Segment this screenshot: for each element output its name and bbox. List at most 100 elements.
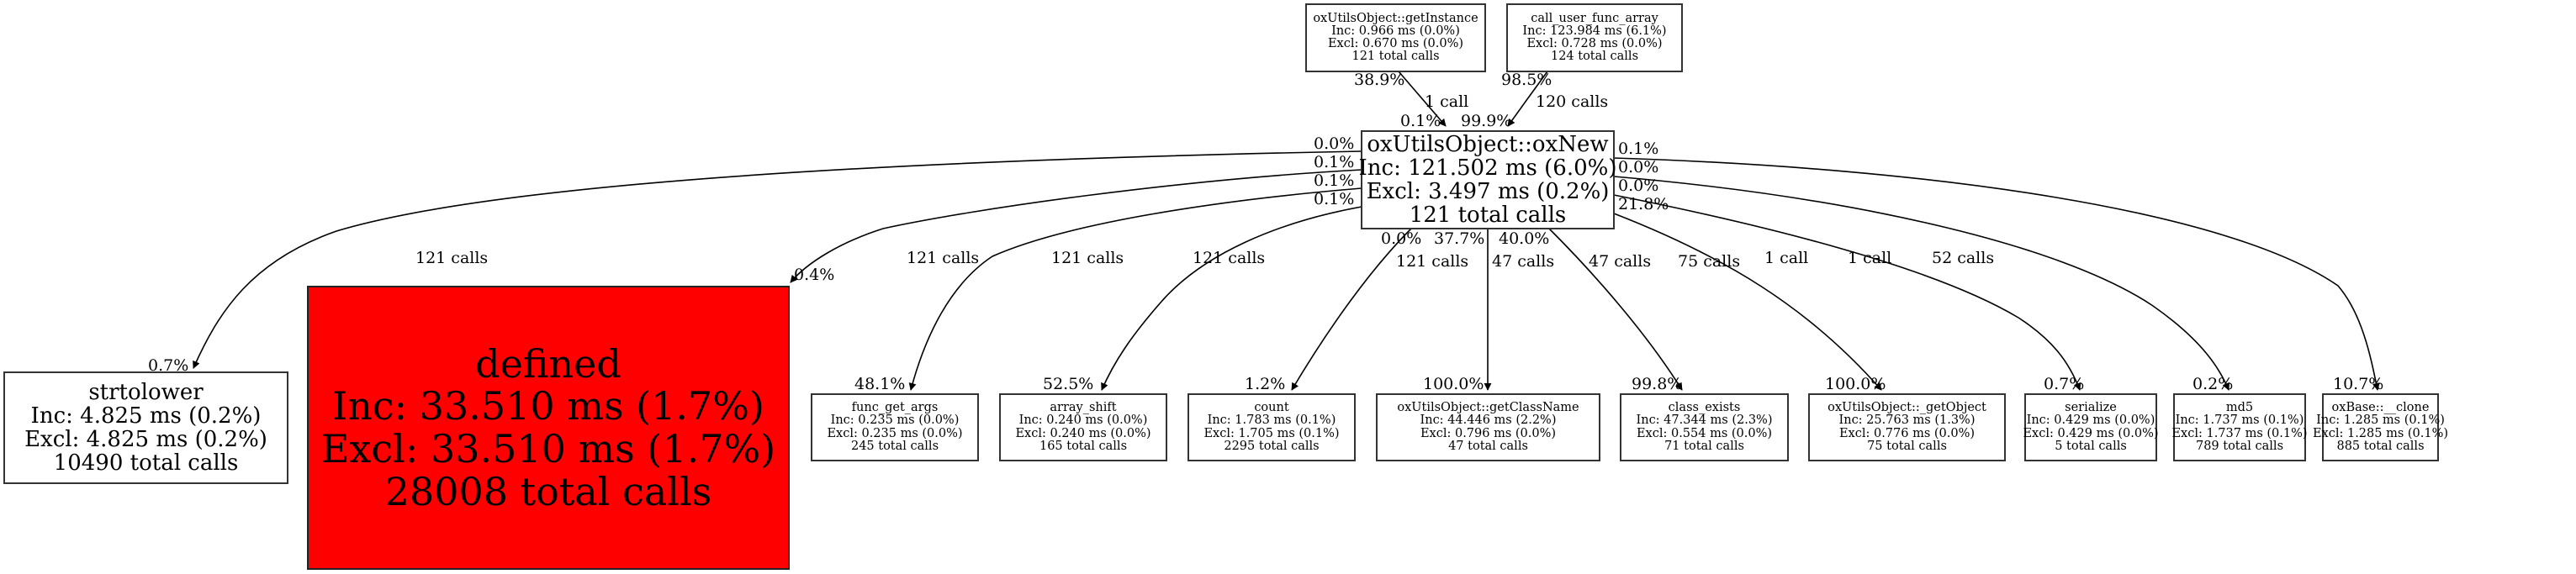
edge-label-head-pct: 100.0%: [1825, 375, 1886, 393]
node-name: oxUtilsObject::getClassName: [1397, 401, 1579, 415]
edge-label-calls: 120 calls: [1536, 92, 1609, 111]
edge-label-tail-pct: 40.0%: [1499, 229, 1550, 248]
edge-label-tail-pct: 0.1%: [1314, 153, 1355, 171]
node-name: class_exists: [1668, 401, 1741, 415]
edge-label-tail-pct: 0.0%: [1314, 134, 1355, 153]
edge-oxnew-defined: [790, 169, 1362, 283]
node-count[interactable]: count Inc: 1.783 ms (0.1%) Excl: 1.705 m…: [1187, 393, 1356, 461]
node-inc: Inc: 123.984 ms (6.1%): [1522, 24, 1667, 38]
edge-label-calls: 121 calls: [415, 249, 489, 267]
node-calls: 165 total calls: [1039, 439, 1128, 453]
edge-oxnew-array-shift: [1101, 206, 1362, 391]
node-inc: Inc: 1.783 ms (0.1%): [1207, 413, 1336, 428]
node-excl: Excl: 0.240 ms (0.0%): [1015, 426, 1151, 440]
edge-label-calls: 47 calls: [1492, 252, 1555, 271]
node-inc: Inc: 0.966 ms (0.0%): [1331, 24, 1460, 38]
node-excl: Excl: 1.285 ms (0.1%): [2312, 426, 2449, 440]
edge-label-head-pct: 48.1%: [854, 375, 906, 393]
node-name: call_user_func_array: [1531, 11, 1658, 25]
node-call-user-func-array[interactable]: call_user_func_array Inc: 123.984 ms (6.…: [1506, 3, 1683, 72]
node-excl: Excl: 0.796 ms (0.0%): [1420, 426, 1557, 440]
node-oxbase-clone[interactable]: oxBase::__clone Inc: 1.285 ms (0.1%) Exc…: [2313, 393, 2448, 461]
edge-oxnew-md5: [1613, 176, 2230, 391]
edge-label-head-pct: 0.2%: [2193, 375, 2234, 393]
node-calls: 47 total calls: [1448, 439, 1528, 453]
node-inc: Inc: 0.240 ms (0.0%): [1018, 413, 1148, 428]
edge-oxnew-func-get-args: [908, 187, 1362, 391]
edge-label-tail-pct: 98.5%: [1501, 71, 1552, 89]
node-inc: Inc: 0.429 ms (0.0%): [2026, 413, 2155, 428]
edge-label-tail-pct: 37.7%: [1434, 229, 1485, 248]
edge-label-head-pct: 99.9%: [1461, 112, 1512, 130]
node-inc: Inc: 33.510 ms (1.7%): [332, 383, 764, 429]
node-excl: Excl: 0.728 ms (0.0%): [1526, 37, 1663, 50]
edge-label-tail-pct: 0.1%: [1314, 190, 1355, 208]
edge-label-calls: 121 calls: [1051, 249, 1124, 267]
node-name: count: [1254, 401, 1289, 415]
node-inc: Inc: 44.446 ms (2.2%): [1420, 413, 1557, 428]
edge-label-calls: 121 calls: [1193, 249, 1266, 267]
edge-label-tail-pct: 0.1%: [1314, 171, 1355, 190]
node-name: func_get_args: [851, 401, 939, 415]
node-array-shift[interactable]: array_shift Inc: 0.240 ms (0.0%) Excl: 0…: [999, 393, 1167, 461]
edge-label-tail-pct: 21.8%: [1618, 195, 1669, 213]
node-calls: 789 total calls: [2195, 439, 2284, 453]
node-name: defined: [475, 340, 622, 387]
node-inc: Inc: 47.344 ms (2.3%): [1636, 413, 1773, 428]
edge-label-tail-pct: 38.9%: [1354, 71, 1405, 89]
node-defined[interactable]: defined Inc: 33.510 ms (1.7%) Excl: 33.5…: [307, 286, 790, 570]
node-serialize[interactable]: serialize Inc: 0.429 ms (0.0%) Excl: 0.4…: [2023, 393, 2159, 461]
edge-label-calls: 1 call: [1425, 92, 1469, 111]
node-excl: Excl: 0.776 ms (0.0%): [1838, 426, 1976, 440]
node-strtolower[interactable]: strtolower Inc: 4.825 ms (0.2%) Excl: 4.…: [3, 371, 288, 484]
node-getclassname[interactable]: oxUtilsObject::getClassName Inc: 44.446 …: [1376, 393, 1600, 461]
node-getobject[interactable]: oxUtilsObject::_getObject Inc: 25.763 ms…: [1808, 393, 2006, 461]
node-excl: Excl: 0.429 ms (0.0%): [2023, 426, 2159, 440]
node-inc: Inc: 0.235 ms (0.0%): [830, 413, 960, 428]
node-excl: Excl: 0.554 ms (0.0%): [1636, 426, 1773, 440]
edge-oxnew-clone: [1613, 157, 2380, 391]
edge-oxnew-count: [1291, 228, 1412, 391]
node-name: md5: [2225, 401, 2254, 415]
node-inc: Inc: 1.737 ms (0.1%): [2175, 413, 2304, 428]
node-name: array_shift: [1050, 401, 1117, 415]
edge-label-tail-pct: 0.0%: [1381, 229, 1422, 248]
node-excl: Excl: 0.235 ms (0.0%): [827, 426, 963, 440]
edge-label-tail-pct: 0.1%: [1618, 140, 1659, 158]
edge-oxnew-serialize: [1613, 194, 2081, 391]
node-name: oxBase::__clone: [2331, 401, 2430, 415]
node-excl: Excl: 4.825 ms (0.2%): [24, 427, 267, 452]
edge-label-head-pct: 99.8%: [1632, 375, 1683, 393]
edge-label-tail-pct: 0.0%: [1618, 158, 1659, 176]
node-md5[interactable]: md5 Inc: 1.737 ms (0.1%) Excl: 1.737 ms …: [2171, 393, 2308, 461]
edge-label-head-pct: 10.7%: [2333, 375, 2384, 393]
node-inc: Inc: 4.825 ms (0.2%): [30, 403, 262, 429]
node-excl: Excl: 3.497 ms (0.2%): [1366, 179, 1610, 204]
node-calls: 885 total calls: [2336, 439, 2425, 453]
edge-label-head-pct: 0.7%: [2044, 375, 2085, 393]
node-getinstance[interactable]: oxUtilsObject::getInstance Inc: 0.966 ms…: [1305, 3, 1486, 72]
node-excl: Excl: 0.670 ms (0.0%): [1327, 37, 1464, 50]
node-excl: Excl: 1.737 ms (0.1%): [2171, 426, 2308, 440]
edge-label-calls: 1 call: [1848, 249, 1892, 267]
node-inc: Inc: 1.285 ms (0.1%): [2316, 413, 2445, 428]
node-name: oxUtilsObject::oxNew: [1367, 131, 1609, 157]
edge-label-calls: 121 calls: [1396, 252, 1469, 271]
node-oxnew[interactable]: oxUtilsObject::oxNew Inc: 121.502 ms (6.…: [1358, 130, 1617, 229]
node-class-exists[interactable]: class_exists Inc: 47.344 ms (2.3%) Excl:…: [1620, 393, 1789, 461]
edge-oxnew-getobject: [1613, 213, 1882, 391]
edge-oxnew-class-exists: [1548, 228, 1683, 391]
node-name: strtolower: [88, 379, 204, 405]
edge-label-calls: 75 calls: [1678, 252, 1741, 271]
edge-label-head-pct: 0.7%: [148, 356, 189, 375]
node-inc: Inc: 121.502 ms (6.0%): [1358, 155, 1617, 181]
node-calls: 121 total calls: [1351, 50, 1440, 64]
node-func-get-args[interactable]: func_get_args Inc: 0.235 ms (0.0%) Excl:…: [811, 393, 979, 461]
node-calls: 245 total calls: [850, 439, 939, 453]
node-name: oxUtilsObject::getInstance: [1313, 11, 1478, 25]
edge-label-calls: 121 calls: [907, 249, 980, 267]
edge-label-calls: 52 calls: [1932, 249, 1995, 267]
node-calls: 28008 total calls: [384, 468, 712, 514]
node-calls: 75 total calls: [1867, 439, 1947, 453]
